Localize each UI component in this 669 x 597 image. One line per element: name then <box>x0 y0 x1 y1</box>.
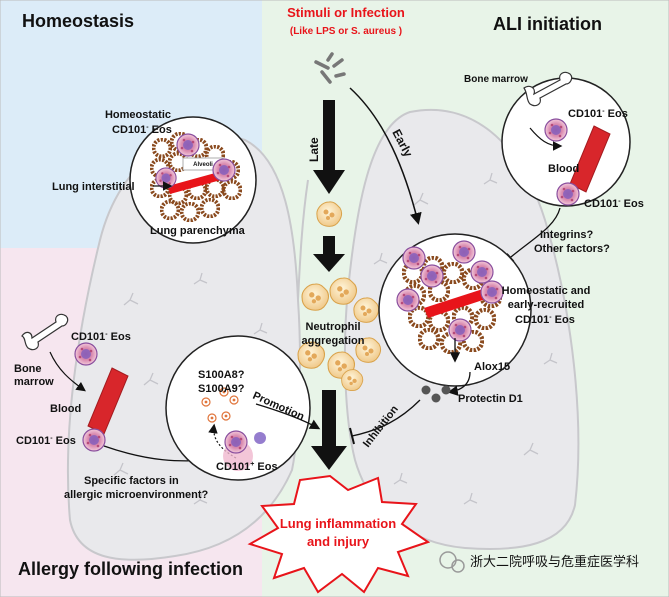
neutrophil-label-2: aggregation <box>302 335 365 347</box>
protectin-molecules <box>421 385 451 403</box>
alveoli-label: Alveoli <box>193 162 213 168</box>
late-label: Late <box>307 137 321 162</box>
homeostasis-title: Homeostasis <box>22 11 134 31</box>
cd101-plus-eos-label: CD101+ Eos <box>216 461 278 473</box>
allergy-bone-label: Bone <box>14 363 42 375</box>
neutrophil-icon <box>316 201 343 227</box>
s100a9-label: S100A9? <box>198 383 245 395</box>
inhibition-line <box>351 399 421 437</box>
homeostasis-circle <box>129 116 257 244</box>
outcome-line-1: Lung inflammation <box>280 516 396 531</box>
pathogen-icon <box>314 52 346 84</box>
allergy-title: Allergy following infection <box>18 559 243 579</box>
watermark-text: 浙大二院呼吸与危重症医学科 <box>470 554 639 569</box>
early-arrow <box>349 87 422 225</box>
ali-recruitment-circle <box>501 71 631 207</box>
lung-inflammation-burst <box>247 474 431 594</box>
neutrophil-label-1: Neutrophil <box>306 321 361 333</box>
protectin-label: Protectin D1 <box>458 393 523 405</box>
integrins-label: Integrins? <box>540 229 593 241</box>
specific-factors-label-2: allergic microenvironment? <box>64 489 209 501</box>
stimuli-title: Stimuli or Infection <box>287 5 405 20</box>
recruit-label-3: CD101- Eos <box>515 314 575 326</box>
allergy-cd101-eos-bottom: CD101- Eos <box>16 435 76 447</box>
stimuli-subtitle: (Like LPS or S. aureus ) <box>290 26 402 37</box>
promotion-arrow <box>255 403 321 430</box>
allergy-marrow-label: marrow <box>14 376 54 388</box>
ali-blood-label: Blood <box>548 163 579 175</box>
other-factors-label: Other factors? <box>534 243 610 255</box>
allergy-cd101-eos-top: CD101- Eos <box>71 331 131 343</box>
ali-cd101-eos-bottom: CD101- Eos <box>584 198 644 210</box>
recruit-arrow <box>503 207 561 264</box>
allergy-blood-label: Blood <box>50 403 81 415</box>
allergy-circle <box>165 335 311 481</box>
recruit-label-2: early-recruited <box>508 299 584 311</box>
homeostatic-label: Homeostatic <box>105 109 171 121</box>
s100a8-label: S100A8? <box>198 369 245 381</box>
alox15-label: Alox15 <box>474 361 510 373</box>
lung-interstitial-label: Lung interstitial <box>52 181 135 193</box>
ali-cd101-eos-top: CD101- Eos <box>568 108 628 120</box>
outcome-line-2: and injury <box>307 534 370 549</box>
recruit-label-1: Homeostatic and <box>502 285 591 297</box>
ali-lung-circle <box>378 233 532 387</box>
late-pathway-arrow <box>311 100 347 470</box>
ali-initiation-title: ALI initiation <box>493 14 602 34</box>
specific-factors-label-1: Specific factors in <box>84 475 179 487</box>
wechat-watermark: 浙大二院呼吸与危重症医学科 <box>439 551 639 573</box>
homeostatic-cd101-label: CD101- Eos <box>112 124 172 136</box>
ali-bone-marrow-label: Bone marrow <box>464 74 528 85</box>
lung-parenchyma-label: Lung parenchyma <box>150 225 246 237</box>
